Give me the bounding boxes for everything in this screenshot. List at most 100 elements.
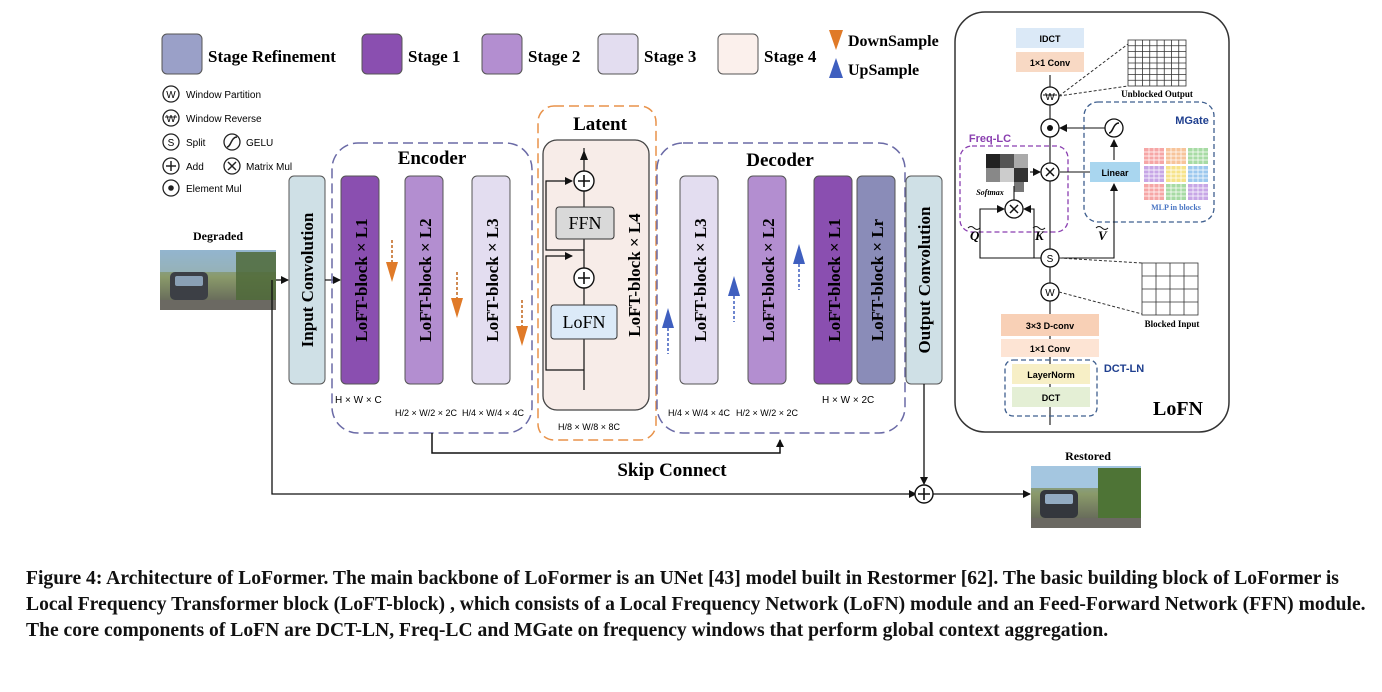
dconv-box	[1001, 314, 1099, 336]
conv-1x1-top-box	[1016, 52, 1084, 72]
legend-label-upsample: UpSample	[848, 62, 919, 79]
latent-ffn-box	[555, 206, 615, 240]
restored-image	[1031, 466, 1141, 528]
decoder-block-2	[747, 175, 787, 385]
legend: Stage Refinement Stage 1 Stage 2 Stage 3…	[161, 30, 939, 79]
conv-1x1-bottom-box	[1001, 339, 1099, 357]
idct-label: IDCT	[1040, 34, 1061, 44]
mgate-group	[1083, 101, 1215, 223]
idct-box	[1016, 28, 1084, 48]
dim-enc2: H/2 × W/2 × 2C	[395, 408, 458, 418]
symbol-label-matrix-mul: Matrix Mul	[246, 162, 292, 173]
freq-lc-group	[959, 145, 1069, 233]
refinement-block-label: LoFT-block × Lr	[868, 218, 887, 341]
lofn-flow: IDCT 1×1 Conv W Unblocked Output MGate L…	[959, 28, 1215, 425]
dim-dec2: H/2 × W/2 × 2C	[736, 408, 799, 418]
lofn-panel-title: LoFN	[1153, 398, 1204, 420]
q-label: Q	[970, 228, 980, 243]
restored-label: Restored	[1065, 449, 1111, 463]
mlp-in-blocks-label: MLP in blocks	[1151, 203, 1201, 212]
decoder-title: Decoder	[746, 150, 814, 171]
legend-swatch-stage4	[717, 33, 759, 75]
window-partition-node-glyph: W	[1045, 288, 1055, 299]
latent-ffn-label: FFN	[568, 213, 601, 233]
split-node-glyph: S	[1047, 254, 1054, 265]
symbol-label-window-partition: Window Partition	[186, 90, 261, 101]
encoder-block-3	[471, 175, 511, 385]
figure-caption: Figure 4: Architecture of LoFormer. The …	[26, 568, 1366, 641]
skip-connect-label: Skip Connect	[617, 460, 727, 481]
dim-enc3: H/4 × W/4 × 4C	[462, 408, 525, 418]
latent-lofn-label: LoFN	[562, 312, 605, 332]
freq-lc-label: Freq-LC	[969, 133, 1011, 145]
decoder-block-3	[679, 175, 719, 385]
encoder-block-1-label: LoFT-block × L1	[352, 218, 371, 341]
degraded-label: Degraded	[193, 229, 243, 243]
window-reverse-node-glyph: W	[1045, 92, 1055, 103]
softmax-label: Softmax	[976, 188, 1004, 197]
encoder-dims: H × W × C H/2 × W/2 × 2C H/4 × W/4 × 4C	[335, 395, 525, 418]
softmax-map	[986, 154, 1028, 192]
split-icon	[162, 133, 180, 151]
legend-label-stage4: Stage 4	[764, 47, 817, 66]
encoder-block-2-label: LoFT-block × L2	[416, 218, 435, 341]
blocked-input-grid	[1141, 262, 1199, 316]
k-label: K	[1034, 228, 1045, 243]
encoder-title: Encoder	[398, 148, 467, 169]
unblocked-output-label: Unblocked Output	[1121, 89, 1193, 99]
dct-box	[1012, 387, 1090, 407]
linear-label: Linear	[1101, 168, 1129, 178]
latent-group	[537, 105, 657, 441]
legend-label-stage1: Stage 1	[408, 47, 460, 66]
blocked-input-label: Blocked Input	[1145, 319, 1200, 329]
mgate-label: MGate	[1175, 115, 1209, 127]
v-label: V	[1098, 228, 1108, 243]
input-convolution-label: Input Convolution	[298, 212, 317, 347]
encoder-block-2	[404, 175, 444, 385]
split-glyph: S	[168, 138, 175, 149]
latent-title: Latent	[573, 114, 628, 135]
decoder-block-3-label: LoFT-block × L3	[691, 218, 710, 341]
linear-box	[1090, 162, 1140, 182]
dct-ln-group	[1004, 359, 1098, 417]
window-reverse-icon	[162, 109, 180, 127]
legend-label-stage2: Stage 2	[528, 47, 580, 66]
unblocked-output-grid	[1127, 39, 1187, 87]
legend-swatch-stage1	[361, 33, 403, 75]
upsample-arrows	[662, 244, 805, 354]
decoder-dims: H/4 × W/4 × 4C H/2 × W/2 × 2C H × W × 2C	[668, 395, 874, 418]
conv-1x1-top-label: 1×1 Conv	[1030, 58, 1070, 68]
window-partition-glyph: W	[166, 90, 176, 101]
dconv-label: 3×3 D-conv	[1026, 321, 1074, 331]
symbol-key: W Window Partition W Window Reverse S Sp…	[162, 85, 292, 197]
conv-1x1-bottom-label: 1×1 Conv	[1030, 344, 1070, 354]
dim-latent: H/8 × W/8 × 8C	[558, 422, 621, 432]
refinement-block	[856, 175, 896, 385]
latent-block-label: LoFT-block × L4	[625, 213, 644, 337]
output-convolution-label: Output Convolution	[915, 206, 934, 353]
symbol-label-split: Split	[186, 138, 206, 149]
symbol-label-window-reverse: Window Reverse	[186, 114, 262, 125]
decoder-group	[656, 142, 906, 434]
latent-inner-flow: LoFN FFN	[545, 148, 618, 390]
legend-swatch-refinement	[161, 33, 203, 75]
symbol-label-add: Add	[186, 162, 204, 173]
downsample-arrows	[386, 240, 528, 346]
decoder-block-1	[813, 175, 853, 385]
architecture-diagram: Stage Refinement Stage 1 Stage 2 Stage 3…	[160, 11, 1230, 528]
legend-label-refinement: Stage Refinement	[208, 47, 336, 66]
decoder-block-1-label: LoFT-block × L1	[825, 218, 844, 341]
decoder-block-2-label: LoFT-block × L2	[759, 218, 778, 341]
legend-label-stage3: Stage 3	[644, 47, 696, 66]
legend-swatch-stage2	[481, 33, 523, 75]
legend-swatch-stage3	[597, 33, 639, 75]
legend-label-downsample: DownSample	[848, 33, 939, 50]
dim-dec3: H/4 × W/4 × 4C	[668, 408, 731, 418]
dct-label: DCT	[1042, 393, 1061, 403]
latent-lofn-box	[550, 304, 618, 340]
symbol-label-element-mul: Element Mul	[186, 184, 242, 195]
dim-dec1: H × W × 2C	[822, 395, 874, 406]
window-reverse-glyph: W	[166, 114, 176, 125]
dct-ln-label: DCT-LN	[1104, 363, 1144, 375]
skip-connection	[431, 433, 784, 454]
